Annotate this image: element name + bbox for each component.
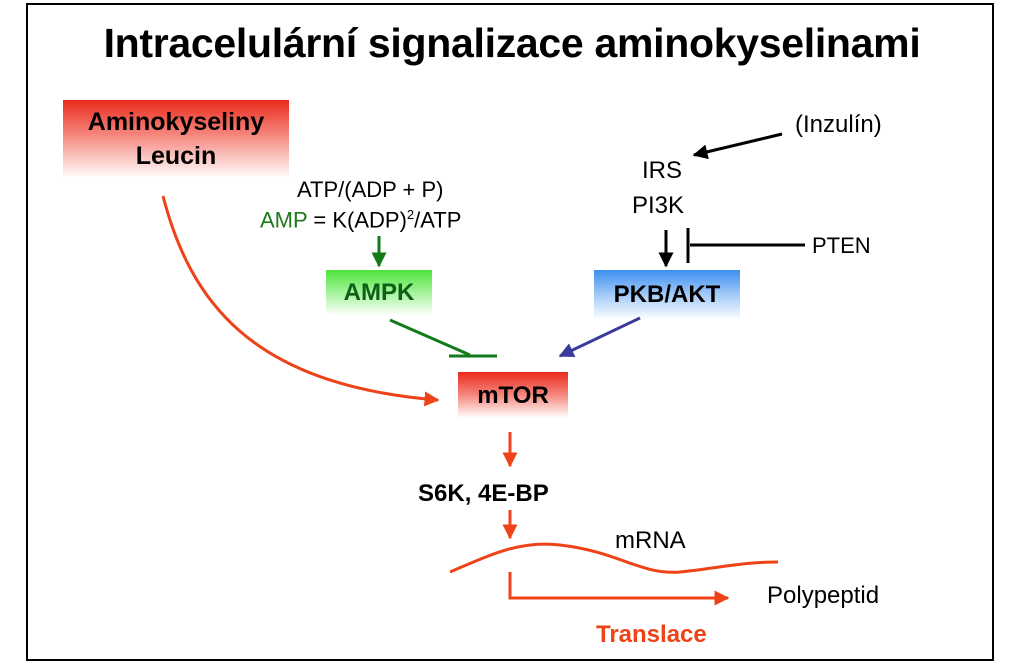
amino-acids-label: Aminokyseliny (87, 108, 265, 136)
amino-to-mtor-arrow (161, 195, 440, 407)
amino-acids-box: Aminokyseliny Leucin (63, 100, 289, 178)
page-title: Intracelulární signalizace aminokyselina… (103, 20, 921, 66)
pkb-akt-box: PKB/AKT (594, 270, 740, 320)
translation-arrow (508, 572, 730, 606)
leucin-label: Leucin (135, 142, 217, 170)
ampk-label: AMPK (343, 279, 415, 306)
ampk-box: AMPK (326, 270, 432, 316)
mtor-label: mTOR (477, 382, 549, 409)
translace-label: Translace (596, 621, 707, 648)
amp-label: AMP (260, 207, 308, 233)
mrna-strand (449, 542, 779, 574)
amp-formula-superscript: 2 (406, 207, 415, 222)
atp-ratio-label: ATP/(ADP + P) (297, 177, 444, 202)
polypeptid-label: Polypeptid (767, 582, 880, 609)
mrna-label: mRNA (615, 527, 686, 554)
insulin-to-irs-arrow (692, 132, 783, 160)
pkb-akt-label: PKB/AKT (613, 281, 721, 308)
mtor-box: mTOR (458, 372, 568, 418)
amp-formula-part-b: /ATP (414, 207, 462, 233)
insulin-label: (Inzulín) (795, 111, 882, 138)
pkb-to-mtor-arrow (558, 316, 641, 358)
pten-label: PTEN (812, 233, 871, 258)
pi3k-label: PI3K (632, 192, 685, 219)
amp-formula-part-a: = K(ADP) (307, 207, 407, 233)
irs-label: IRS (642, 157, 683, 184)
s6k-4ebp-label: S6K, 4E-BP (418, 480, 549, 507)
amp-formula: AMP = K(ADP)2/ATP (260, 207, 461, 233)
ampk-inhibits-mtor-line (389, 318, 471, 357)
